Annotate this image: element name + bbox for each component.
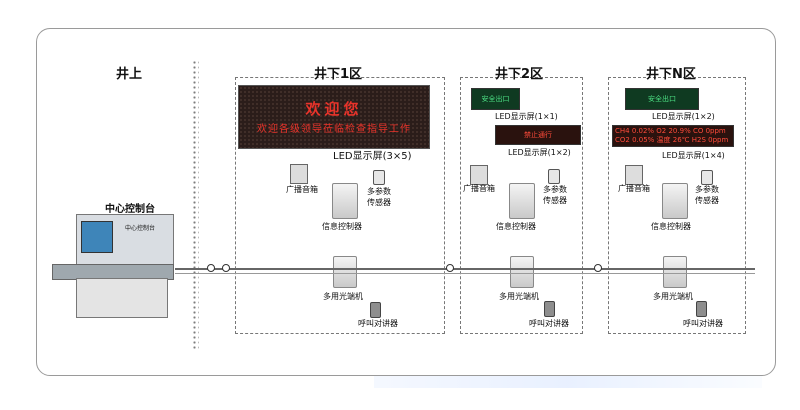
zone-2-green-led: 安全出口	[471, 88, 520, 110]
phone-icon	[696, 301, 707, 317]
zone-2-speaker-label: 广播音箱	[463, 183, 495, 194]
zone-n-phone-label: 呼叫对讲器	[683, 318, 723, 329]
controller-icon	[662, 183, 688, 219]
led-display-main-text: 欢迎您	[239, 98, 429, 119]
controller-icon	[332, 183, 358, 219]
zone-1-sensor-label: 多参数传感器	[367, 186, 397, 208]
zone-n-led-line-1: CH4 0.02% O2 20.9% CO 0ppm	[615, 127, 731, 135]
zone-2-phone-label: 呼叫对讲器	[529, 318, 569, 329]
phone-icon	[544, 301, 555, 317]
connection-node	[594, 264, 602, 272]
led-display-sub-text: 欢迎各级领导莅临检查指导工作	[239, 120, 429, 135]
zone-n-speaker-label: 广播音箱	[618, 183, 650, 194]
connection-node	[446, 264, 454, 272]
zone-2-title: 井下2区	[495, 63, 543, 82]
controller-icon	[509, 183, 535, 219]
zone-1-controller-label: 信息控制器	[322, 221, 362, 232]
main-fiber-line	[175, 268, 755, 270]
zone-n-title: 井下N区	[646, 63, 696, 82]
shaft-wall	[192, 60, 199, 350]
phone-icon	[370, 302, 381, 318]
zone-1-led-label: LED显示屏(3×5)	[333, 147, 412, 162]
zone-1-phone-label: 呼叫对讲器	[358, 318, 398, 329]
console-base	[76, 278, 168, 318]
console-panel: 中心控制台	[76, 214, 174, 266]
speaker-icon	[625, 165, 643, 185]
fiber-switch-icon	[510, 256, 534, 288]
zone-n-led-line-2: CO2 0.05% 温度 26℃ H2S 0ppm	[615, 135, 731, 145]
above-ground-title: 井上	[116, 63, 142, 82]
speaker-icon	[290, 164, 308, 184]
zone-1-title: 井下1区	[314, 63, 362, 82]
fiber-switch-icon	[333, 256, 357, 288]
connection-node	[207, 264, 215, 272]
zone-n-sensor-label: 多参数传感器	[695, 184, 725, 206]
zone-2-sensor-label: 多参数传感器	[543, 184, 573, 206]
zone-n-switch-label: 多用光端机	[653, 291, 693, 302]
zone-n-led2-label: LED显示屏(1×4)	[662, 150, 725, 161]
zone-2-led1-label: LED显示屏(1×1)	[495, 111, 558, 122]
console-label: 中心控制台	[105, 200, 155, 215]
zone-2-switch-label: 多用光端机	[499, 291, 539, 302]
console-screen-title: 中心控制台	[125, 223, 155, 232]
zone-n-green-led: 安全出口	[625, 88, 699, 110]
zone-2-controller-label: 信息控制器	[496, 221, 536, 232]
zone-n-controller-label: 信息控制器	[651, 221, 691, 232]
zone-2-red-led: 禁止通行	[495, 125, 581, 145]
led-display-3x5: 欢迎您 欢迎各级领导莅临检查指导工作	[238, 85, 430, 149]
console-screen	[81, 221, 113, 253]
sensor-icon	[548, 169, 560, 184]
zone-2-led2-label: LED显示屏(1×2)	[508, 147, 571, 158]
lower-fiber-line	[175, 273, 755, 274]
central-console: 中心控制台	[52, 214, 178, 319]
zone-1-speaker-label: 广播音箱	[286, 184, 318, 195]
sensor-icon	[373, 170, 385, 185]
zone-1-switch-label: 多用光端机	[323, 291, 363, 302]
sensor-icon	[701, 170, 713, 185]
zone-n-led1-label: LED显示屏(1×2)	[652, 111, 715, 122]
zone-n-red-led: CH4 0.02% O2 20.9% CO 0ppm CO2 0.05% 温度 …	[612, 125, 734, 147]
fiber-switch-icon	[663, 256, 687, 288]
speaker-icon	[470, 165, 488, 185]
bottom-decoration	[374, 376, 762, 388]
connection-node	[222, 264, 230, 272]
